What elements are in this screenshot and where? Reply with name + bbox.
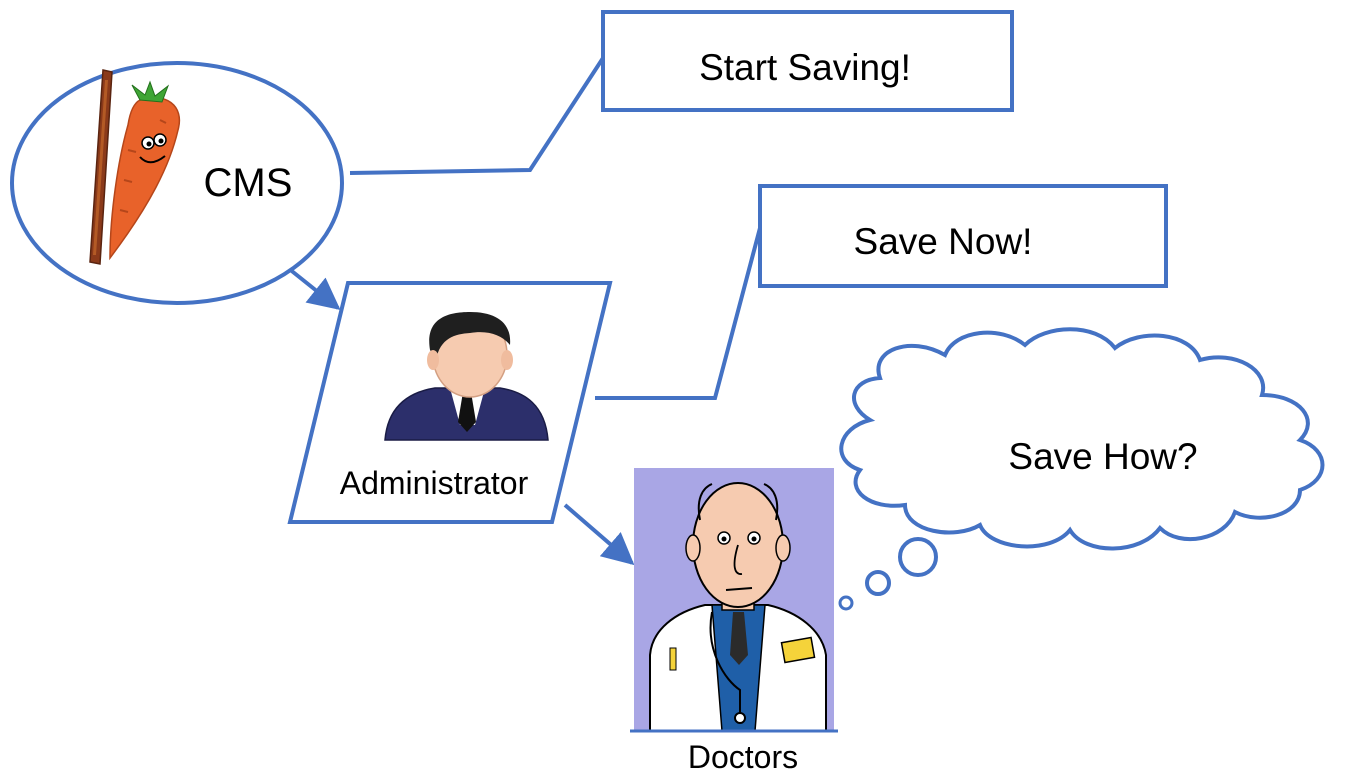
thought-bubble-large (898, 537, 938, 577)
cms-ellipse (10, 61, 344, 305)
cms-node: CMS (10, 61, 344, 305)
administrator-node: Administrator (287, 281, 613, 524)
thought-bubble-small (838, 595, 854, 611)
connector-admin-to-save-now (595, 227, 762, 400)
connector-cms-to-start-saving (349, 53, 607, 175)
businessman-icon (384, 312, 549, 441)
thought-cloud: Save How? (838, 327, 1325, 611)
cloud-shape (839, 327, 1325, 551)
cms-label: CMS (204, 161, 293, 205)
save-now-box: Save Now! (758, 184, 1168, 288)
start-saving-box: Start Saving! (601, 10, 1014, 112)
carrot-on-stick-icon (89, 69, 181, 265)
arrow-cms-to-administrator (286, 266, 341, 310)
save-now-label: Save Now! (854, 221, 1033, 262)
doctors-node: Doctors (630, 468, 838, 773)
administrator-label: Administrator (340, 465, 529, 501)
doctor-cartoon-icon (649, 482, 827, 732)
thought-bubble-medium (865, 570, 891, 596)
arrow-administrator-to-doctors (563, 503, 635, 566)
save-how-label: Save How? (1008, 436, 1197, 477)
start-saving-label: Start Saving! (699, 47, 911, 88)
doctors-label: Doctors (688, 739, 798, 773)
